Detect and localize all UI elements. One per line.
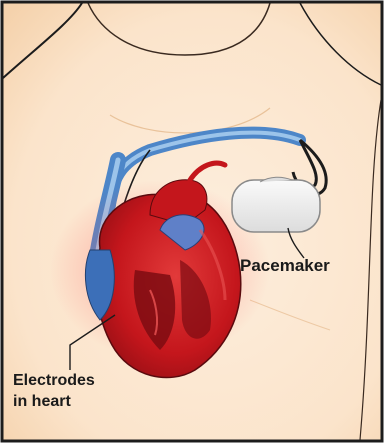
electrodes-label-line1: Electrodes bbox=[13, 370, 95, 391]
pacemaker-device-icon bbox=[232, 177, 320, 232]
electrodes-label: Electrodes in heart bbox=[13, 370, 95, 412]
electrodes-label-line2: in heart bbox=[13, 391, 95, 412]
pacemaker-label: Pacemaker bbox=[240, 256, 330, 276]
